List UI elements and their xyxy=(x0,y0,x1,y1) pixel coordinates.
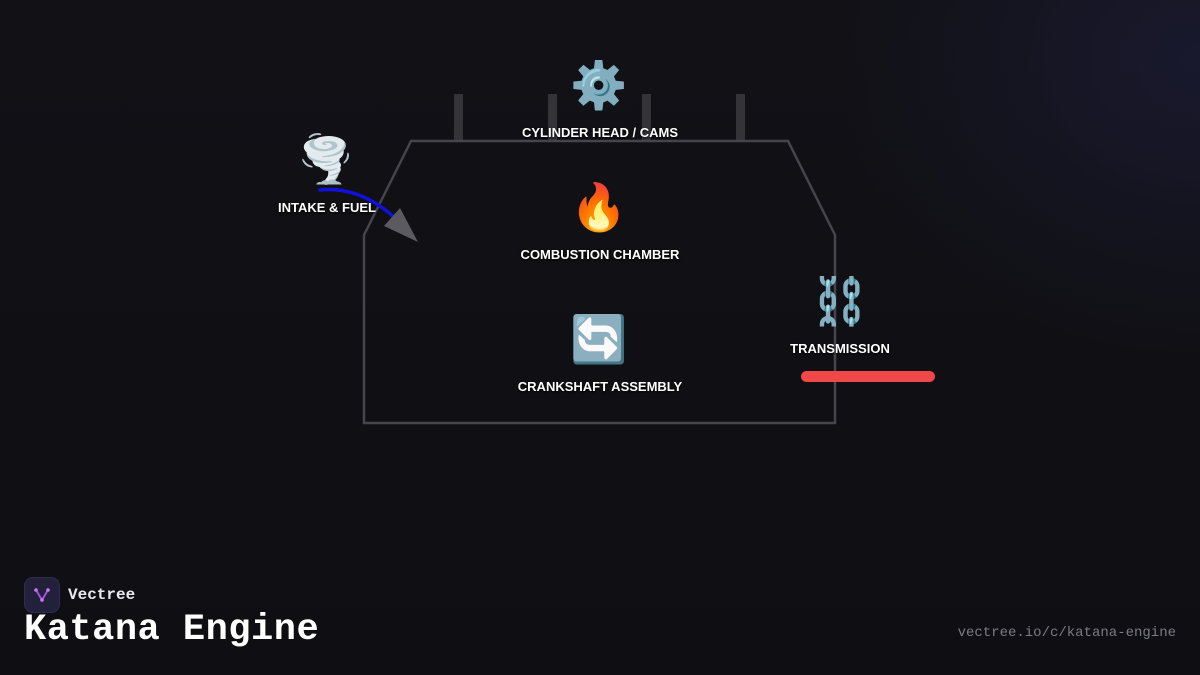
engine-block-outline xyxy=(362,139,837,425)
exhaust-pipe-2 xyxy=(548,94,557,142)
transmission-output-bar xyxy=(801,371,935,382)
page-url[interactable]: vectree.io/c/katana-engine xyxy=(957,625,1176,641)
vectree-logo-icon xyxy=(24,577,60,613)
exhaust-pipe-1 xyxy=(454,94,463,142)
transmission-label: TRANSMISSION xyxy=(790,341,890,356)
exhaust-pipe-4 xyxy=(736,94,745,142)
exhaust-pipe-3 xyxy=(642,94,651,142)
page-title: Katana Engine xyxy=(24,609,320,651)
crankshaft-assembly-label: CRANKSHAFT ASSEMBLY xyxy=(517,379,683,394)
combustion-chamber-label: COMBUSTION CHAMBER xyxy=(520,247,680,262)
tornado-icon: 🌪️ xyxy=(297,132,355,186)
brand-name: Vectree xyxy=(68,586,136,604)
intake-arrow-head xyxy=(384,208,418,242)
gear-icon: ⚙️ xyxy=(570,58,628,112)
brand[interactable]: Vectree xyxy=(24,577,135,613)
intake-flow-arrow xyxy=(318,187,397,220)
intake-fuel-label: INTAKE & FUEL xyxy=(278,200,376,215)
rotate-arrows-icon: 🔄 xyxy=(570,312,628,366)
fire-icon: 🔥 xyxy=(570,180,628,234)
cylinder-head-label: CYLINDER HEAD / CAMS xyxy=(521,125,679,140)
chain-icon: ⛓️ xyxy=(811,274,869,328)
